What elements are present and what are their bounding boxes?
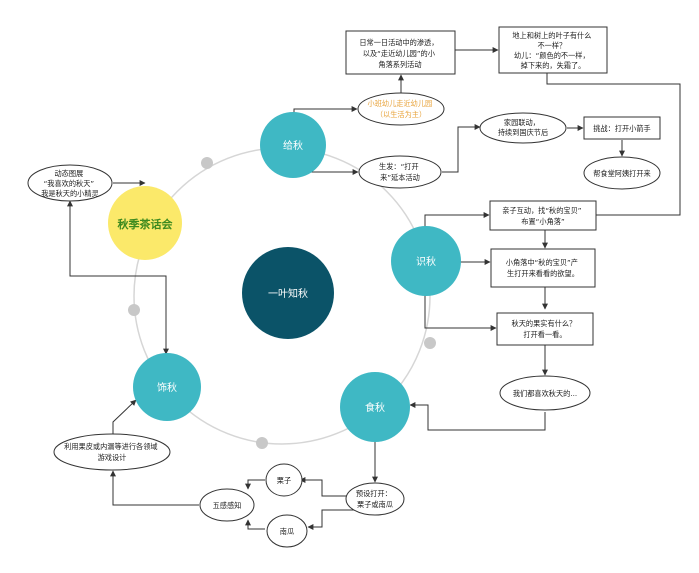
edge-chestnut-to-five	[245, 479, 265, 490]
edge-preset-to-pumpkin	[307, 509, 356, 530]
node-challenge[interactable]	[583, 116, 661, 140]
edge-leaves-to-parent	[546, 73, 681, 218]
gei-label: 给秋	[283, 139, 303, 152]
node-daily-activity-text: 日常一日活动中的渗透， 以及“走近幼儿园”的小 角落系列活动	[359, 38, 440, 69]
node-corner-treasure-text: 小角落中“秋的宝贝”产 生打开来看看的欲望。	[506, 258, 580, 278]
shi-decorate-label: 饰秋	[157, 381, 177, 394]
edge-origin-to-family	[442, 124, 481, 173]
node-autumn-fruits-text: 秋天的果实有什么？ 打开看一看。	[512, 319, 579, 339]
edge-use-to-decorate	[112, 399, 137, 434]
node-origin[interactable]	[358, 155, 442, 189]
node-parent-child-text: 亲子互动，找“秋的宝贝” 布置“小角落”	[502, 206, 584, 226]
edges	[67, 47, 681, 530]
node-parent-child[interactable]	[489, 200, 597, 231]
shi-decorate-circle[interactable]	[133, 353, 201, 421]
shi-eat-circle[interactable]	[340, 372, 410, 442]
tea-circle[interactable]	[108, 186, 182, 260]
node-origin-text: 生发：“打开 来”延本活动	[379, 162, 421, 182]
node-nature-walk-text: 小班幼儿走近幼儿园 （以生活为主）	[368, 99, 435, 119]
edge-preset-to-chestnut	[299, 477, 356, 497]
node-corner-treasure[interactable]	[490, 248, 596, 288]
shi-know-circle[interactable]	[391, 226, 461, 296]
edge-shi-to-fruits	[424, 292, 497, 331]
node-pumpkin-text: 南瓜	[280, 527, 294, 536]
node-use-peels-text: 利用果皮或内漏等进行各领域 游戏设计	[64, 442, 160, 462]
node-we-like-text: 我们都喜欢秋天的...	[513, 389, 577, 398]
node-help-canteen-text: 帮食堂阿姨打开来	[593, 169, 651, 178]
edge-five-to-use	[110, 470, 199, 506]
center-label: 一叶知秋	[268, 287, 308, 300]
node-family-link[interactable]	[479, 112, 567, 144]
shi-know-label: 识秋	[416, 255, 436, 268]
gei-circle[interactable]	[260, 112, 326, 178]
node-dynamic-show[interactable]	[27, 164, 113, 202]
node-we-like[interactable]	[499, 375, 591, 411]
node-five-senses-text: 五感感知	[213, 501, 242, 510]
node-leaves-question[interactable]	[498, 26, 608, 74]
node-daily-activity[interactable]	[345, 30, 456, 75]
tea-label: 秋季茶话会	[118, 217, 174, 231]
edge-decorate-to-show	[67, 200, 169, 355]
node-preset-text: 预设打开： 栗子或南瓜	[356, 489, 394, 509]
node-preset[interactable]	[345, 482, 405, 516]
node-use-peels[interactable]	[53, 433, 171, 471]
edge-like-to-shieat	[409, 402, 546, 431]
node-challenge-text: 挑战：打开小箭手	[593, 124, 651, 133]
ring-dot-top	[201, 157, 213, 169]
node-chestnut[interactable]	[265, 463, 303, 497]
node-family-link-text: 家园联动， 持续到国庆节后	[498, 118, 548, 137]
node-leaves-question-text: 地上和树上的叶子有什么 不一样？ 幼儿：“颜色的不一样， 掉下来的，失霜了。	[512, 31, 593, 70]
node-nature-walk[interactable]	[357, 92, 445, 126]
node-dynamic-show-text: 动态图展 “我喜欢的秋天” 我是秋天的小精灵	[41, 169, 99, 198]
ring-dot-bottom	[256, 437, 268, 449]
node-help-canteen[interactable]	[583, 156, 661, 190]
node-five-senses[interactable]	[199, 488, 255, 522]
edge-pumpkin-to-five	[245, 519, 265, 530]
ring-dot-right	[424, 337, 436, 349]
center-circle	[242, 247, 334, 339]
node-autumn-fruits[interactable]	[496, 312, 594, 346]
node-chestnut-text: 栗子	[277, 476, 291, 485]
shi-eat-label: 食秋	[365, 401, 385, 414]
node-pumpkin[interactable]	[266, 514, 308, 548]
ring-dot-left	[128, 304, 140, 316]
